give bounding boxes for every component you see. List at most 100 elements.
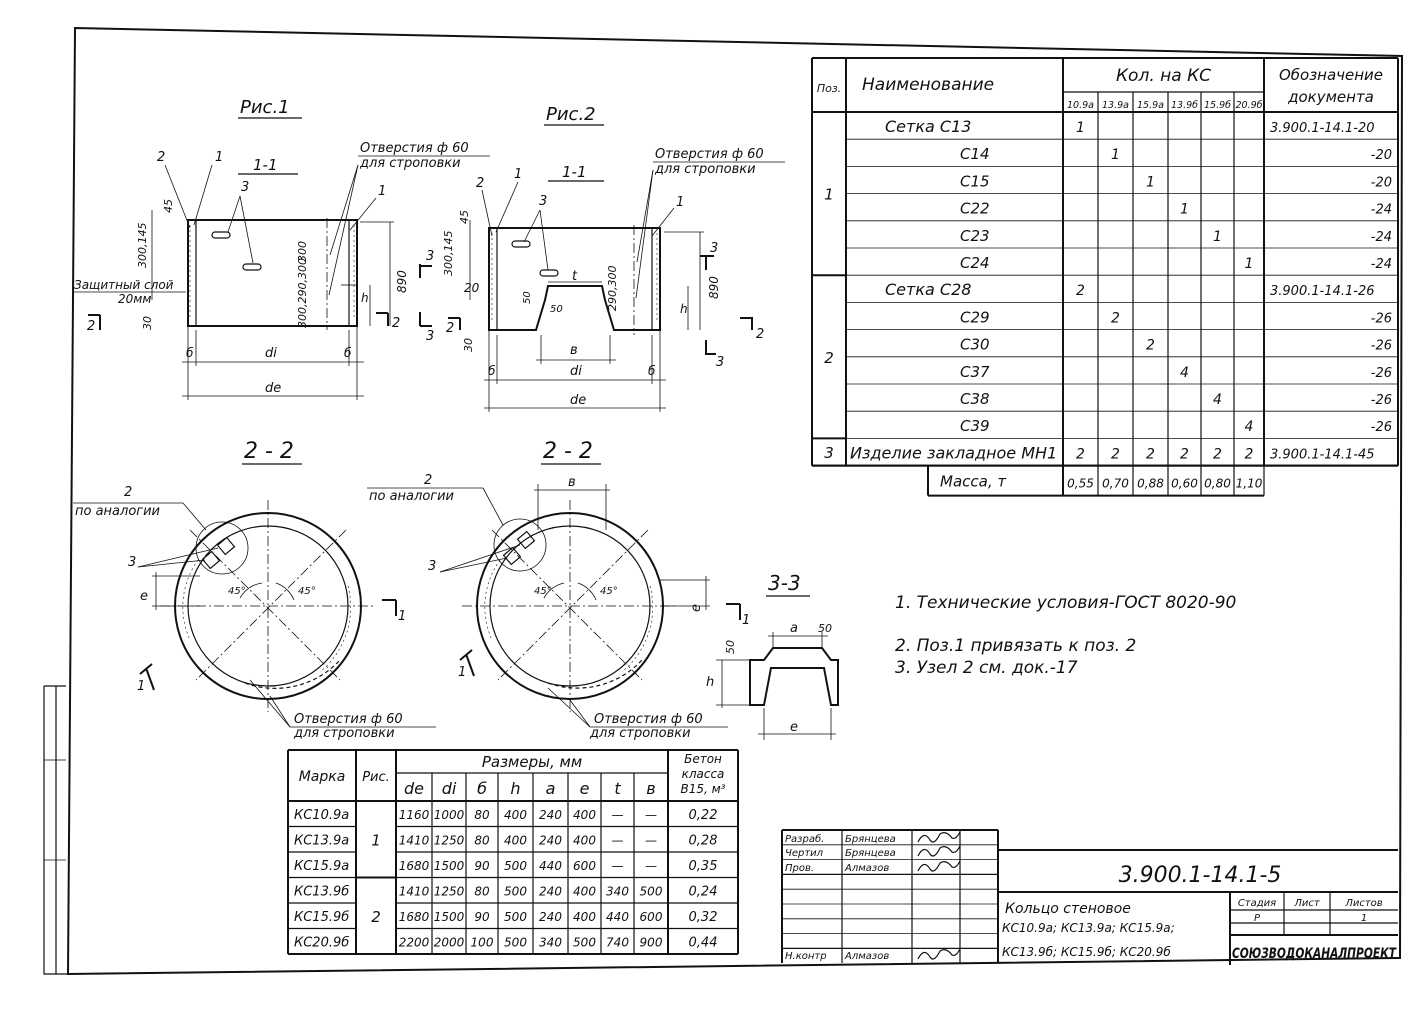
fig1-dim-300-145: 300,145 — [136, 223, 149, 269]
fig2-dim-890: 890 — [707, 276, 721, 299]
fig2-hole-line1: Отверстия ф 60 — [655, 147, 764, 162]
spec-col-header: 15.9а — [1137, 100, 1164, 111]
fig1-leader-1: 1 — [215, 150, 223, 165]
dims-row-concrete: 0,24 — [689, 885, 718, 900]
fig1-dim-30: 30 — [141, 316, 154, 330]
dims-row-value: 1410 — [399, 885, 430, 899]
dims-row-value: 1500 — [434, 859, 465, 873]
plan2-hole-line1: Отверстия ф 60 — [594, 712, 703, 727]
dims-row-value: 600 — [573, 859, 596, 873]
fig1-leader-2: 2 — [157, 150, 165, 165]
note-2: 2. Поз.1 привязать к поз. 2 — [895, 636, 1136, 656]
spec-row-name: С22 — [960, 200, 990, 218]
dims-row-value: 400 — [504, 834, 527, 848]
stamp-role: Н.контр — [785, 951, 827, 962]
dims-row-value: 500 — [504, 885, 527, 899]
note-3: 3. Узел 2 см. док.-17 — [895, 658, 1078, 678]
spec-row-name: С37 — [960, 363, 990, 381]
sec33-dim-50-top: 50 — [818, 622, 832, 635]
dims-row-value: 1680 — [399, 910, 430, 924]
plan1-view: 2 - 2 2 по аналогии 3 e 45° 45° 1 1 Отве… — [73, 439, 436, 741]
plan2-angle-a: 45° — [534, 586, 552, 597]
spec-row-qty: 2 — [1076, 446, 1085, 462]
spec-row-doc: -24 — [1371, 257, 1392, 272]
fig2-dim-b-left: б — [488, 364, 496, 378]
notes-block: 1. Технические условия-ГОСТ 8020-90 2. П… — [895, 593, 1236, 678]
fig1-dim-di: di — [265, 346, 277, 361]
spec-row-qty: 2 — [1245, 446, 1254, 462]
spec-row-name: С38 — [960, 390, 990, 408]
dims-row-value: — — [612, 808, 624, 822]
spec-group-pos: 1 — [824, 186, 834, 204]
plan1-angle-a: 45° — [228, 586, 246, 597]
dims-row-value: — — [612, 834, 624, 848]
signature-2 — [917, 845, 961, 857]
spec-row-qty: 2 — [1180, 446, 1189, 462]
spec-row-doc: -26 — [1371, 420, 1392, 435]
dims-subheader: t — [614, 779, 621, 798]
spec-row-doc: -26 — [1371, 366, 1392, 381]
dims-row-value: 340 — [606, 885, 629, 899]
sec33-dim-h: h — [706, 675, 714, 690]
dims-row-concrete: 0,28 — [689, 834, 718, 849]
signature-4 — [917, 948, 961, 960]
stamp-organization: СОЮЗВОДОКАНАЛПРОЕКТ — [1232, 946, 1397, 962]
dims-row-value: — — [612, 859, 624, 873]
signature-3 — [917, 860, 961, 872]
dims-row-value: 1250 — [434, 885, 465, 899]
spec-row-qty: 1 — [1180, 202, 1189, 218]
dims-row-mark: КС13.9а — [294, 834, 349, 849]
spec-row-name: Изделие закладное МН1 — [850, 443, 1057, 462]
dims-row-mark: КС20.9б — [294, 936, 349, 951]
dims-row-value: 240 — [539, 808, 562, 822]
fig1-cut-2-left: 2 — [87, 319, 95, 334]
fig1-dim-b-left: б — [186, 346, 194, 360]
fig2-cut-2-right: 2 — [756, 327, 764, 342]
spec-row-qty: 2 — [1076, 283, 1085, 299]
dims-row-value: 1000 — [434, 808, 465, 822]
spec-row-doc: -20 — [1371, 175, 1392, 190]
dims-subheader: e — [580, 779, 590, 798]
spec-col-header: 13.9а — [1102, 100, 1129, 111]
fig2-dim-30: 30 — [462, 338, 475, 352]
stamp-name: Брянцева — [845, 834, 896, 845]
fig2-leader-1: 1 — [514, 167, 522, 182]
spec-col-header: 13.9б — [1171, 100, 1198, 111]
dims-row-mark: КС15.9б — [294, 910, 349, 925]
fig1-section-label: 1-1 — [253, 156, 278, 174]
dims-header-mark: Марка — [299, 769, 346, 785]
fig2-section: Рис.2 1-1 2 1 3 1 Отверстия ф 60 для стр… — [442, 104, 785, 412]
fig1-section: Рис.1 1-1 2 1 3 1 Отверстия ф 60 для стр… — [72, 97, 490, 400]
spec-row-doc: -26 — [1371, 339, 1392, 354]
dims-row-mark: КС15.9а — [294, 859, 349, 874]
spec-row-qty: 4 — [1245, 419, 1254, 435]
fig2-dim-t: t — [572, 269, 578, 284]
dims-row-value: 500 — [640, 885, 663, 899]
plan2-title: 2 - 2 — [543, 439, 593, 464]
fig2-title: Рис.2 — [546, 104, 596, 125]
fig1-cut-2-right: 2 — [392, 316, 400, 331]
fig1-cut-3-top: 3 — [426, 249, 434, 264]
dims-row-concrete: 0,35 — [689, 859, 718, 874]
dims-row-value: 500 — [504, 910, 527, 924]
dims-row-value: 240 — [539, 885, 562, 899]
signature-1 — [917, 831, 961, 843]
fig1-hole-line1: Отверстия ф 60 — [360, 141, 469, 156]
dims-row-value: — — [645, 808, 657, 822]
fig2-dim-290-300: 290,300 — [606, 266, 619, 312]
spec-row-name: С30 — [960, 336, 990, 354]
fig1-protective-line1: Защитный слой — [74, 278, 174, 292]
plan1-dim-e: e — [140, 589, 148, 604]
spec-row-name: С39 — [960, 417, 990, 435]
spec-row-qty: 1 — [1076, 120, 1085, 136]
spec-row-qty: 2 — [1111, 310, 1120, 326]
spec-row-name: С23 — [960, 227, 990, 245]
plan2-leader-3: 3 — [428, 559, 436, 574]
fig2-dim-h: h — [680, 302, 688, 316]
spec-row-qty: 1 — [1245, 256, 1254, 272]
fig2-dim-50b: 50 — [550, 304, 563, 315]
dims-fig-1: 1 — [371, 831, 381, 849]
spec-row-name: С14 — [960, 145, 990, 163]
dims-row-value: 740 — [606, 936, 629, 950]
dims-row-value: 340 — [539, 936, 562, 950]
